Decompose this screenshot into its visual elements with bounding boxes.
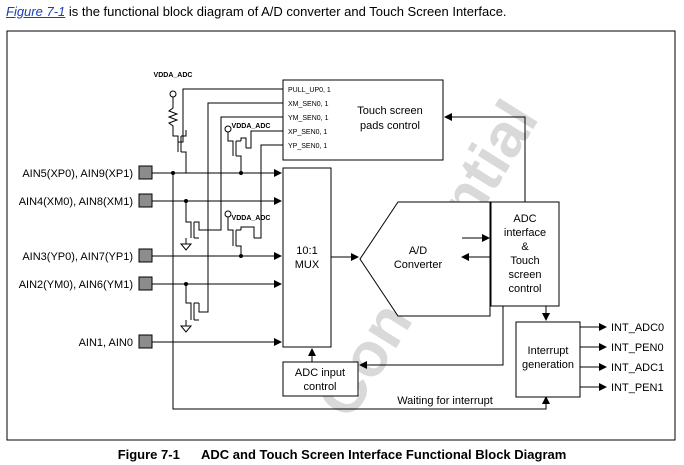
adc-interface-block [490,201,560,307]
figure-link[interactable]: Figure 7-1 [6,4,66,19]
signal-pull-up: PULL_UP0, 1 [288,87,331,94]
pin-ym [138,276,153,291]
input-label-xm: AIN4(XM0), AIN8(XM1) [19,196,133,208]
ym-ground-switch [185,201,216,244]
junction-xm [184,199,188,203]
interface-label-4: Touch [510,255,539,267]
vdda-terminal-2 [224,125,232,133]
ground-symbol-2 [179,325,193,333]
caption-number: Figure 7-1 [117,447,180,462]
input-label-yp: AIN3(YP0), AIN7(YP1) [22,251,133,263]
pin-yp [138,248,153,263]
adc-label-1: A/D [409,245,427,257]
pullup-resistor [167,97,179,152]
interface-label-5: screen [508,269,541,281]
caption-title: ADC and Touch Screen Interface Functiona… [201,447,567,462]
xp-switch [227,132,242,173]
xm-ground-switch [185,284,203,326]
junction-yp [239,254,243,258]
interrupt-label-1: Interrupt [528,345,569,357]
touch-pads-title-2: pads control [360,120,420,132]
input-label-xp: AIN5(XP0), AIN9(XP1) [22,168,133,180]
waiting-line [172,173,550,410]
output-int-pen0: INT_PEN0 [611,342,664,354]
xm-sen-line [203,102,283,313]
signal-ym-sen: YM_SEN0, 1 [288,115,329,122]
interface-to-pads [444,113,526,202]
mux-label-2: MUX [295,259,320,271]
interface-to-input-control [359,306,504,369]
touch-pads-title-1: Touch screen [357,105,422,117]
pin-xm [138,193,153,208]
output-int-adc0: INT_ADC0 [611,322,664,334]
pin-xp [138,165,153,180]
mux-label-1: 10:1 [296,245,317,257]
xp-switch-gate [240,137,247,148]
junction-ym [184,282,188,286]
mux-block [282,167,332,348]
input-control-label-2: control [303,381,336,393]
yp-sen-line [254,144,283,239]
output-int-pen1: INT_PEN1 [611,382,664,394]
interface-label-6: control [508,283,541,295]
intro-text: Figure 7-1 is the functional block diagr… [6,4,507,19]
output-int-adc1: INT_ADC1 [611,362,664,374]
pin-ain1-ain0 [138,334,153,349]
interrupt-label-2: generation [522,359,574,371]
figure-caption: Figure 7-1 ADC and Touch Screen Interfac… [0,447,684,462]
input-control-label-1: ADC input [295,367,345,379]
input-label-ym: AIN2(YM0), AIN6(YM1) [19,279,133,291]
yp-switch [227,217,242,256]
interrupt-block [515,321,581,398]
xp-sen-line [246,130,283,149]
pullup-switch [180,130,187,173]
vdda-terminal-3 [224,210,232,218]
touch-pads-block [282,79,444,161]
adc-input-control-block [282,361,359,397]
input-label-ain1-ain0: AIN1, AIN0 [79,337,133,349]
pull-up-line [178,88,283,143]
yp-switch-gate [240,226,255,238]
signal-xm-sen: XM_SEN0, 1 [288,101,329,108]
vdda-label-1: VDDA_ADC [154,72,193,79]
diagram-frame [6,30,676,441]
junction-xp-2 [239,171,243,175]
vdda-label-2: VDDA_ADC [232,123,271,130]
signal-yp-sen: YP_SEN0, 1 [288,143,327,150]
ground-symbol-1 [179,243,193,251]
adc-block [359,201,491,317]
intro-sentence: is the functional block diagram of A/D c… [65,4,507,19]
vdda-terminal-1 [169,90,177,98]
adc-label-2: Converter [394,259,443,271]
vdda-label-3: VDDA_ADC [232,215,271,222]
interface-label-3: & [521,241,529,253]
signal-xp-sen: XP_SEN0, 1 [288,129,327,136]
interface-label-2: interface [504,227,546,239]
interface-label-1: ADC [513,213,536,225]
waiting-label: Waiting for interrupt [397,395,493,407]
